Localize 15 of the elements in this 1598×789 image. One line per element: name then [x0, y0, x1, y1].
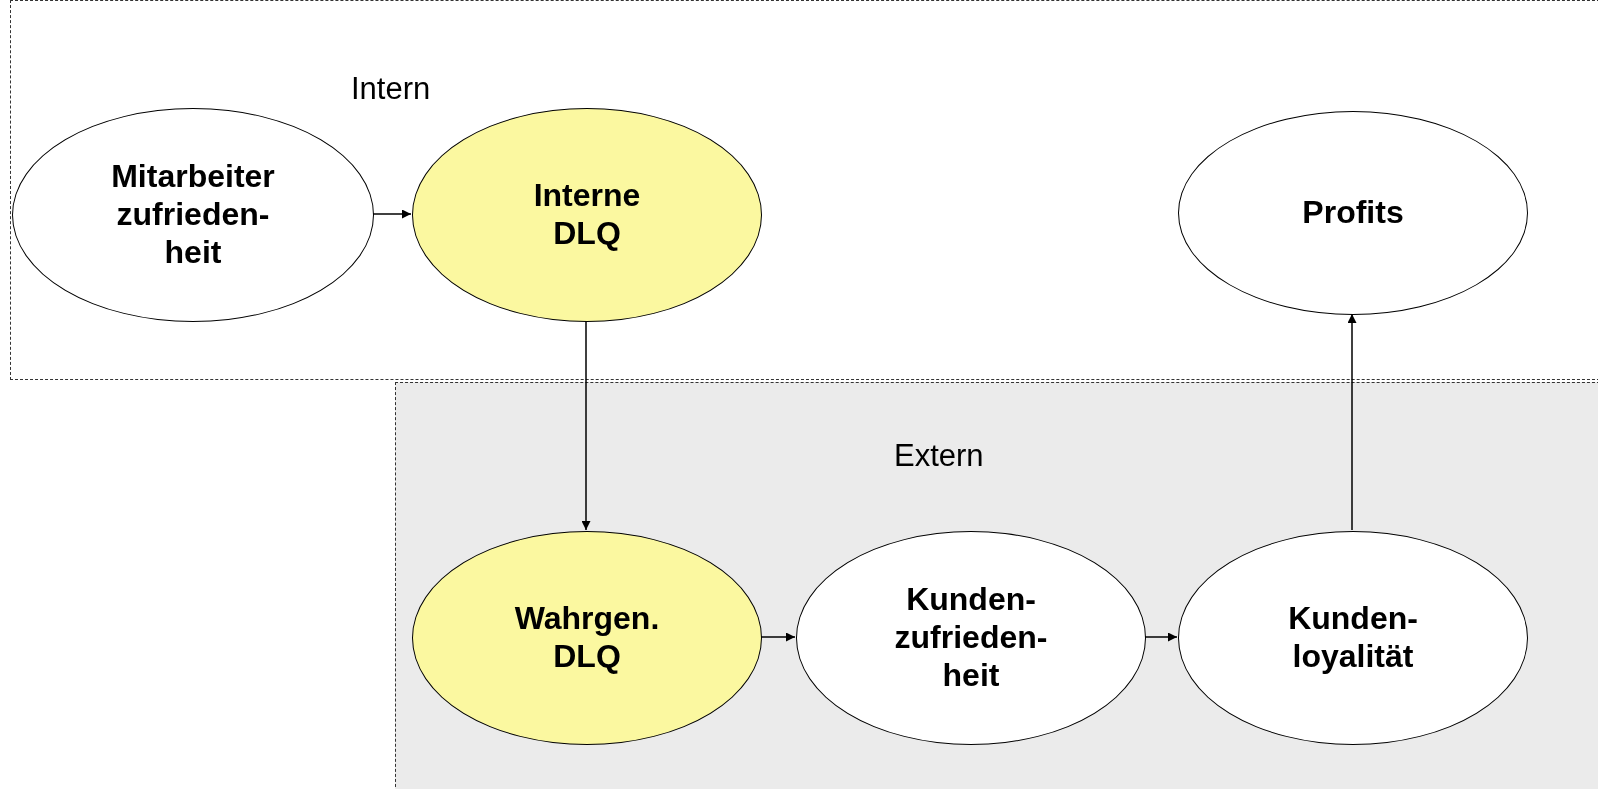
arrow — [1347, 313, 1357, 531]
node-label: Wahrgen. DLQ — [513, 600, 661, 676]
arrow — [1144, 632, 1178, 642]
arrow — [581, 320, 591, 531]
node-label: Kunden- loyalität — [1287, 600, 1419, 676]
dashed-region — [10, 0, 1598, 380]
node-label: Mitarbeiter zufrieden- heit — [110, 158, 276, 272]
node-label: Interne DLQ — [532, 177, 642, 253]
dashed-region — [395, 382, 1598, 789]
arrow — [372, 209, 412, 219]
node-label: Kunden- zufrieden- heit — [893, 581, 1049, 695]
region-label: Intern — [351, 71, 431, 107]
arrow — [760, 632, 796, 642]
region-label: Extern — [894, 438, 984, 474]
node-label: Profits — [1302, 194, 1404, 232]
